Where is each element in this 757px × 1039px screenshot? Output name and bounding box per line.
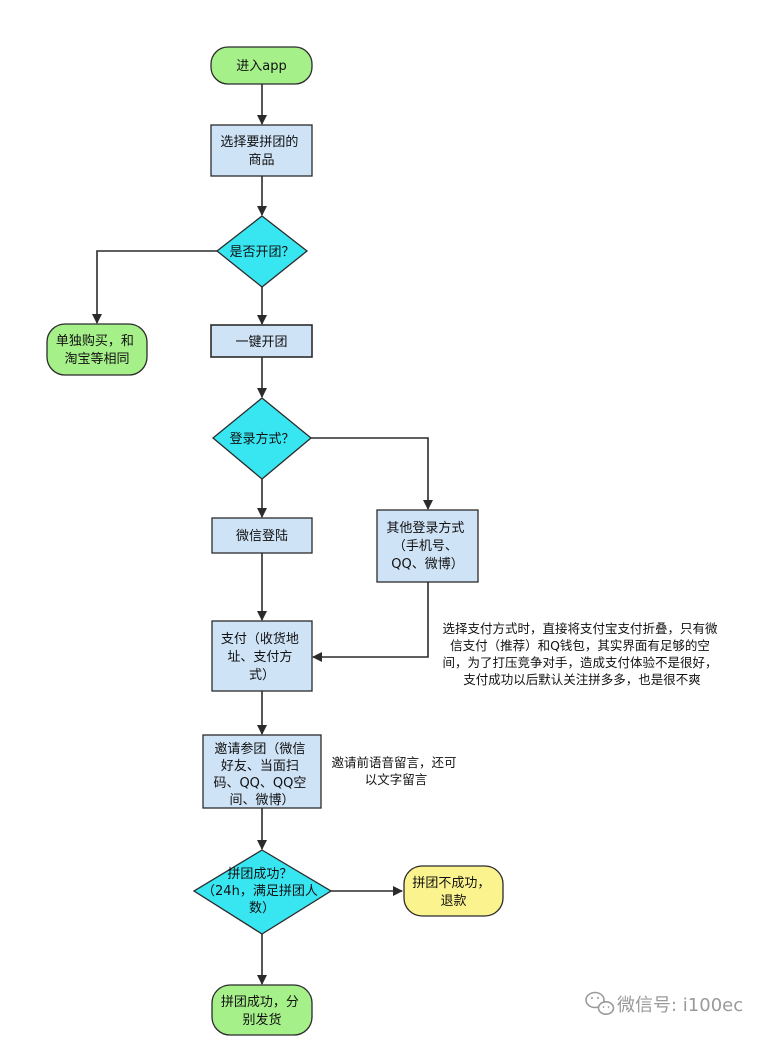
terminal-shape bbox=[46, 323, 148, 376]
terminal-shape bbox=[210, 46, 313, 85]
node-fail-refund: 拼团不成功， 退款 bbox=[403, 865, 504, 917]
edge-login-to-other bbox=[311, 437, 433, 510]
invite-note: 邀请前语音留言，还可 以文字留言 bbox=[332, 755, 461, 787]
process-shape bbox=[210, 124, 313, 177]
terminal-shape bbox=[211, 984, 313, 1036]
node-payment: 支付（收货地 址、支付方 式） bbox=[211, 620, 313, 692]
node-choose-product: 选择要拼团的 商品 bbox=[210, 124, 313, 177]
node-start: 进入app bbox=[210, 46, 313, 85]
process-shape bbox=[211, 620, 313, 692]
node-label: 单独购买，和 淘宝等相同 bbox=[56, 333, 138, 367]
decision-shape bbox=[192, 849, 333, 935]
process-shape bbox=[211, 517, 313, 554]
payment-note: 选择支付方式时，直接将支付宝支付折叠，只有微 信支付（推荐）和Q钱包，其实界面有… bbox=[443, 621, 722, 687]
process-shape bbox=[376, 509, 479, 583]
watermark: 微信号: i100ec bbox=[585, 991, 743, 1016]
node-label: 支付（收货地 址、支付方 式） bbox=[221, 631, 303, 683]
node-single-buy: 单独购买，和 淘宝等相同 bbox=[46, 323, 148, 376]
node-label: 邀请参团（微信 好友、当面扫 码、QQ、QQ空 间、微博） bbox=[213, 741, 310, 808]
node-label: 是否开团？ bbox=[229, 245, 294, 260]
node-open-group-decision: 是否开团？ bbox=[215, 215, 309, 288]
node-success-ship: 拼团成功，分 别发货 bbox=[211, 984, 313, 1036]
decision-shape bbox=[211, 397, 313, 480]
node-label: 登录方式？ bbox=[229, 431, 294, 447]
node-wechat-login: 微信登陆 bbox=[211, 517, 313, 554]
node-group-success-decision: 拼团成功？ （24h，满足拼团人 数） bbox=[192, 849, 333, 935]
wechat-icon bbox=[585, 991, 615, 1015]
process-shape bbox=[210, 324, 313, 358]
node-invite: 邀请参团（微信 好友、当面扫 码、QQ、QQ空 间、微博） bbox=[202, 734, 322, 809]
edge-open-to-single bbox=[92, 250, 217, 324]
edge-other-to-payment bbox=[312, 582, 429, 662]
process-shape bbox=[202, 734, 322, 809]
node-login-decision: 登录方式？ bbox=[211, 397, 313, 480]
node-other-login: 其他登录方式 （手机号、 QQ、微博） bbox=[376, 509, 479, 583]
node-label: 选择要拼团的 商品 bbox=[220, 134, 302, 168]
node-label: 进入app bbox=[236, 59, 286, 74]
decision-shape bbox=[215, 215, 309, 288]
node-label: 一键开团 bbox=[235, 335, 287, 350]
node-label: 微信登陆 bbox=[236, 528, 288, 544]
node-label: 拼团成功？ （24h，满足拼团人 数） bbox=[202, 867, 322, 916]
connectors bbox=[92, 84, 433, 985]
node-label: 拼团不成功， 退款 bbox=[412, 876, 494, 909]
node-one-click: 一键开团 bbox=[210, 324, 313, 358]
node-label: 拼团成功，分 别发货 bbox=[221, 995, 303, 1028]
terminal-shape bbox=[403, 865, 504, 917]
watermark-text: 微信号: i100ec bbox=[617, 995, 743, 1016]
node-label: 其他登录方式 （手机号、 QQ、微博） bbox=[386, 520, 468, 572]
